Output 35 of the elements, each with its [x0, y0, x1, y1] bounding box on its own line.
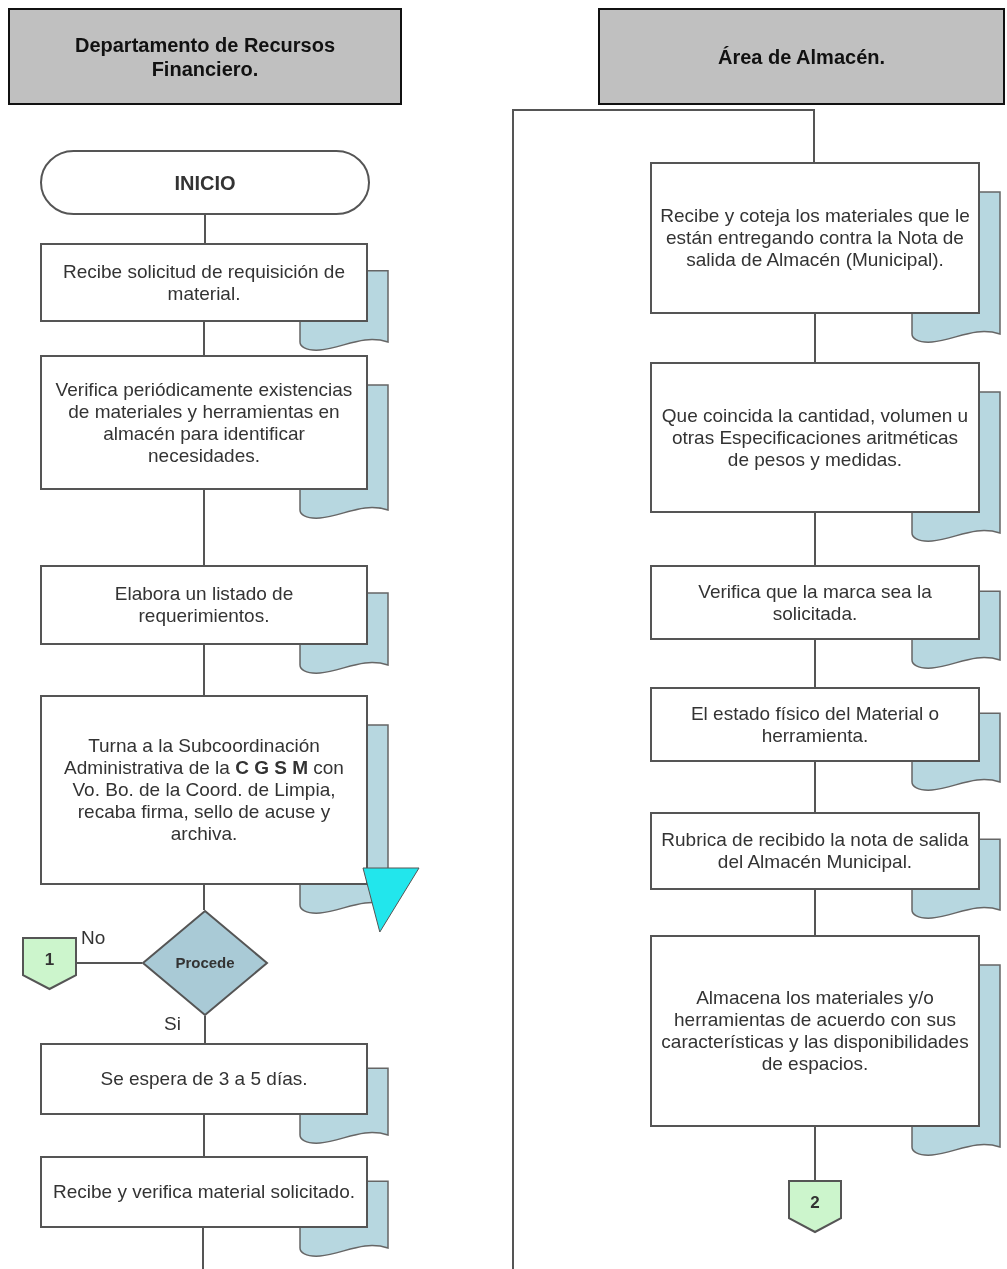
- connector-line: [76, 962, 143, 964]
- process-box: Turna a la Subcoordinación Administrativa de la C G S M con Vo. Bo. de la Coord. de Limpia, recaba firma, sello de acuse y archiva.: [40, 695, 368, 885]
- connector-line: [203, 1114, 205, 1157]
- offpage-connector: 1: [22, 937, 77, 990]
- connector-line: [814, 313, 816, 363]
- lane-header: Departamento de Recursos Financiero.: [8, 8, 402, 105]
- connector-line: [512, 109, 815, 1269]
- process-box: Se espera de 3 a 5 días.: [40, 1043, 368, 1115]
- connector-line: [202, 1227, 204, 1269]
- start-terminal: INICIO: [40, 150, 370, 215]
- process-box: Recibe solicitud de requisición de material.: [40, 243, 368, 322]
- process-box: Rubrica de recibido la nota de salida del Almacén Municipal.: [650, 812, 980, 890]
- connector-line: [814, 889, 816, 936]
- process-box: Verifica que la marca sea la solicitada.: [650, 565, 980, 640]
- connector-line: [203, 884, 205, 911]
- connector-line: [814, 1126, 816, 1181]
- connector-line: [204, 214, 206, 244]
- process-box: Recibe y verifica material solicitado.: [40, 1156, 368, 1228]
- decision-diamond: Procede: [142, 910, 268, 1016]
- lane-header: Área de Almacén.: [598, 8, 1005, 105]
- connector-line: [203, 321, 205, 356]
- connector-line: [203, 644, 205, 696]
- process-box: El estado físico del Material o herramienta.: [650, 687, 980, 762]
- process-box: Verifica periódicamente existencias de materiales y herramientas en almacén para identificar necesidades.: [40, 355, 368, 490]
- process-box: Elabora un listado de requerimientos.: [40, 565, 368, 645]
- offpage-connector: 2: [788, 1180, 842, 1233]
- connector-line: [814, 761, 816, 813]
- process-box: Que coincida la cantidad, volumen u otras Especificaciones aritméticas de pesos y medidas.: [650, 362, 980, 513]
- archive-triangle: [363, 868, 419, 932]
- connector-line: [814, 512, 816, 566]
- connector-line: [814, 639, 816, 688]
- connector-line: [203, 489, 205, 566]
- process-box: Recibe y coteja los materiales que le están entregando contra la Nota de salida de Almacén (Municipal).: [650, 162, 980, 314]
- process-box: Almacena los materiales y/o herramientas de acuerdo con sus características y las disponibilidades de espacios.: [650, 935, 980, 1127]
- connector-line: [204, 1015, 206, 1044]
